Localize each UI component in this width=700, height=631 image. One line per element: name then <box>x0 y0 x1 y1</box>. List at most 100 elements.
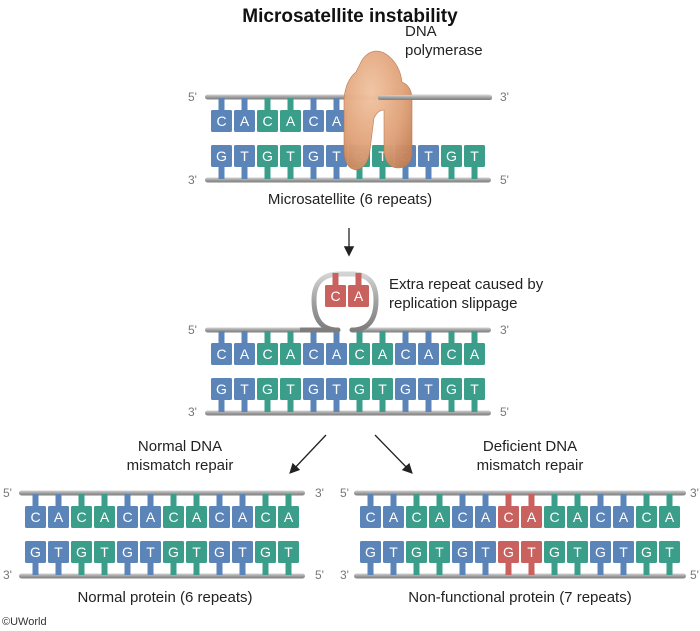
top-panel-end-3-top: 3' <box>500 90 509 104</box>
base-letter: A <box>54 509 64 525</box>
top-panel-end-5-top: 5' <box>188 90 197 104</box>
top-panel-bottom-base: G <box>441 145 462 179</box>
base-letter: T <box>240 381 249 397</box>
base-letter: C <box>216 113 226 129</box>
left-panel-end-3-bottom: 3' <box>3 568 12 582</box>
base-letter: C <box>446 346 456 362</box>
right-panel-bottom-base: T <box>475 541 496 575</box>
base-letter: G <box>457 544 468 560</box>
right-panel-bottom-base: G <box>452 541 473 575</box>
base-letter: C <box>122 509 132 525</box>
arrow-down-left-icon <box>289 434 327 474</box>
left-panel-bottom-base: T <box>140 541 161 575</box>
base-letter: T <box>435 544 444 560</box>
base-letter: C <box>168 509 178 525</box>
top-panel-top-base: A <box>326 98 347 132</box>
base-letter: A <box>286 113 296 129</box>
base-letter: A <box>332 113 342 129</box>
base-letter: C <box>457 509 467 525</box>
middle-panel-top-base: A <box>280 331 301 365</box>
base-letter: G <box>354 381 365 397</box>
base-letter: G <box>30 544 41 560</box>
base-letter: C <box>330 288 340 304</box>
base-letter: C <box>308 113 318 129</box>
middle-panel-top-base: A <box>234 331 255 365</box>
right-panel-top-base: A <box>383 494 404 528</box>
top-panel-bottom-base: T <box>326 145 347 179</box>
right-panel-end-5-bottom: 5' <box>690 568 699 582</box>
base-letter: T <box>54 544 63 560</box>
base-letter: C <box>411 509 421 525</box>
top-panel-bottom-base: G <box>303 145 324 179</box>
middle-panel-top-base: A <box>326 331 347 365</box>
top-panel-top-base: C <box>303 98 324 132</box>
right-panel-end-3-top: 3' <box>690 486 699 500</box>
base-letter: G <box>595 544 606 560</box>
left-panel-top-base: C <box>163 494 184 528</box>
left-panel-top-base: A <box>232 494 253 528</box>
left-panel-top-base: C <box>209 494 230 528</box>
base-letter: T <box>424 381 433 397</box>
left-panel-end-5-bottom: 5' <box>315 568 324 582</box>
base-letter: G <box>641 544 652 560</box>
base-letter: A <box>389 509 399 525</box>
base-letter: A <box>470 346 480 362</box>
base-letter: T <box>100 544 109 560</box>
right-panel-caption: Non-functional protein (7 repeats) <box>408 589 632 606</box>
base-letter: G <box>216 381 227 397</box>
top-panel-top-base: A <box>280 98 301 132</box>
base-letter: T <box>192 544 201 560</box>
right-panel-bottom-base: T <box>659 541 680 575</box>
left-panel-top-base: C <box>71 494 92 528</box>
middle-panel-top-base: C <box>211 331 232 365</box>
polymerase-label-line2: polymerase <box>405 42 483 59</box>
base-letter: C <box>262 113 272 129</box>
loop-extra-base: C <box>325 273 346 307</box>
base-letter: G <box>168 544 179 560</box>
left-panel-bottom-base: T <box>186 541 207 575</box>
base-letter: A <box>435 509 445 525</box>
left-panel-caption: Normal protein (6 repeats) <box>77 589 253 606</box>
top-panel-bottom-base: G <box>257 145 278 179</box>
middle-panel-bottom-base: G <box>257 378 278 412</box>
base-letter: A <box>192 509 202 525</box>
base-letter: G <box>503 544 514 560</box>
left-panel-top-base: A <box>186 494 207 528</box>
left-panel-bottom-base: T <box>278 541 299 575</box>
middle-panel-top-backbone-right <box>352 327 491 333</box>
right-panel-top-backbone <box>354 490 686 496</box>
right-panel-top-base: C <box>452 494 473 528</box>
left-panel-bottom-base: G <box>25 541 46 575</box>
base-letter: C <box>216 346 226 362</box>
middle-panel-end-3-top: 3' <box>500 323 509 337</box>
middle-panel-bottom-backbone <box>205 410 491 416</box>
top-backbone-over-polymerase <box>378 95 492 100</box>
base-letter: G <box>365 544 376 560</box>
right-panel-end-3-bottom: 3' <box>340 568 349 582</box>
middle-panel-top-base: C <box>441 331 462 365</box>
base-letter: T <box>619 544 628 560</box>
right-panel-top-base: A <box>475 494 496 528</box>
base-letter: C <box>595 509 605 525</box>
right-panel-end-5-top: 5' <box>340 486 349 500</box>
base-letter: T <box>573 544 582 560</box>
base-letter: T <box>284 544 293 560</box>
base-letter: A <box>665 509 675 525</box>
base-letter: G <box>262 381 273 397</box>
base-letter: T <box>286 381 295 397</box>
left-panel-top-base: A <box>94 494 115 528</box>
base-letter: A <box>332 346 342 362</box>
right-panel-top-base: A <box>429 494 450 528</box>
right-panel-top-base: C <box>636 494 657 528</box>
middle-panel-top-base: A <box>418 331 439 365</box>
base-letter: A <box>619 509 629 525</box>
copyright: ©UWorld <box>2 616 47 628</box>
base-letter: G <box>76 544 87 560</box>
slippage-loop-backbone <box>300 271 379 333</box>
left-heading-line1: Normal DNA <box>137 438 223 455</box>
middle-panel-bottom-base: T <box>464 378 485 412</box>
base-letter: C <box>214 509 224 525</box>
left-panel-bottom-base: T <box>232 541 253 575</box>
